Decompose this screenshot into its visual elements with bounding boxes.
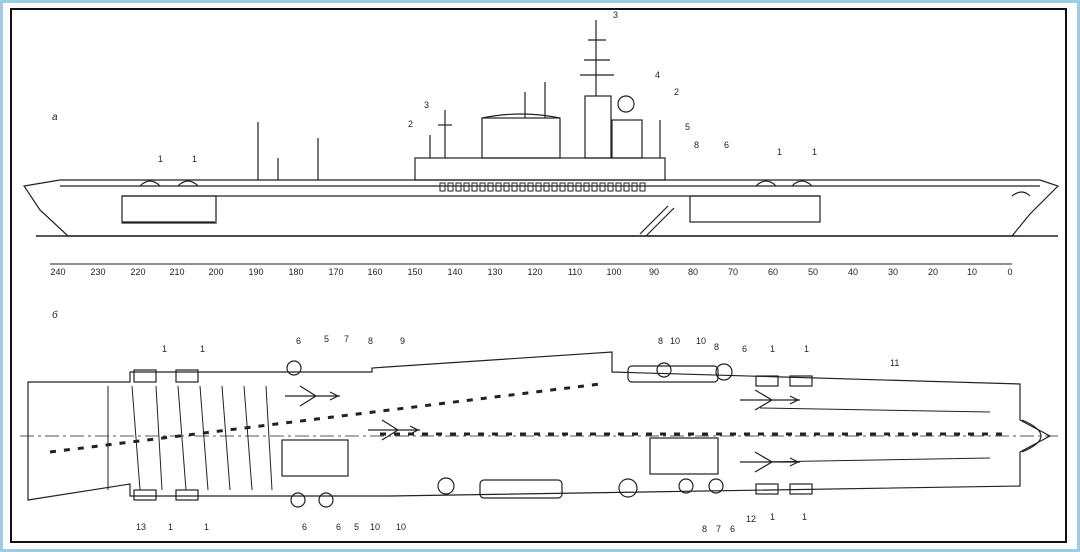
scale-tick: 150 bbox=[407, 267, 422, 277]
scale-tick: 200 bbox=[208, 267, 223, 277]
scale-tick: 130 bbox=[487, 267, 502, 277]
drawing-border bbox=[10, 8, 1067, 543]
callout-label: 1 bbox=[770, 344, 775, 354]
callout-label: 1 bbox=[204, 522, 209, 532]
scale-tick: 50 bbox=[808, 267, 818, 277]
callout-label: 10 bbox=[696, 336, 706, 346]
scale-tick: 210 bbox=[169, 267, 184, 277]
scale-tick: 190 bbox=[248, 267, 263, 277]
callout-label: 8 bbox=[694, 140, 699, 150]
scale-tick: 10 bbox=[967, 267, 977, 277]
side-callouts: 1 1 3 2 3 4 2 5 8 6 1 1 bbox=[158, 10, 817, 164]
plan-bottom-callouts: 13 1 1 6 6 5 10 10 8 7 6 12 1 1 bbox=[136, 512, 807, 534]
callout-label: 7 bbox=[344, 334, 349, 344]
callout-label: 1 bbox=[770, 512, 775, 522]
callout-label: 1 bbox=[168, 522, 173, 532]
callout-label: 3 bbox=[613, 10, 618, 20]
callout-label: 10 bbox=[370, 522, 380, 532]
callout-label: 1 bbox=[802, 512, 807, 522]
scale-tick: 160 bbox=[367, 267, 382, 277]
scale-tick: 220 bbox=[130, 267, 145, 277]
callout-label: 11 bbox=[890, 358, 899, 368]
scale-tick: 140 bbox=[447, 267, 462, 277]
callout-label: 4 bbox=[655, 70, 660, 80]
callout-label: 1 bbox=[158, 154, 163, 164]
scale-tick: 40 bbox=[848, 267, 858, 277]
scale-bar: 240 230 220 210 200 190 180 170 160 150 … bbox=[50, 267, 1012, 277]
callout-label: 1 bbox=[804, 344, 809, 354]
callout-label: 8 bbox=[368, 336, 373, 346]
callout-label: 7 bbox=[716, 524, 721, 534]
scale-tick: 90 bbox=[649, 267, 659, 277]
callout-label: 1 bbox=[777, 147, 782, 157]
scale-tick: 230 bbox=[90, 267, 105, 277]
scale-tick: 60 bbox=[768, 267, 778, 277]
plan-top-callouts: 1 1 6 5 7 8 9 8 10 10 8 6 1 1 11 bbox=[162, 334, 899, 368]
callout-label: 8 bbox=[658, 336, 663, 346]
plan-view bbox=[20, 351, 1058, 508]
callout-label: 12 bbox=[746, 514, 756, 524]
callout-label: 1 bbox=[200, 344, 205, 354]
scale-tick: 110 bbox=[568, 267, 582, 277]
callout-label: 6 bbox=[742, 344, 747, 354]
scale-tick: 120 bbox=[527, 267, 542, 277]
callout-label: 6 bbox=[336, 522, 341, 532]
callout-label: 1 bbox=[192, 154, 197, 164]
callout-label: 6 bbox=[296, 336, 301, 346]
scale-tick: 0 bbox=[1007, 267, 1012, 277]
callout-label: 8 bbox=[714, 342, 719, 352]
scale-tick: 100 bbox=[606, 267, 621, 277]
callout-label: 6 bbox=[724, 140, 729, 150]
callout-label: 6 bbox=[730, 524, 735, 534]
callout-label: 5 bbox=[354, 522, 359, 532]
scale-tick: 170 bbox=[328, 267, 343, 277]
callout-label: 8 bbox=[702, 524, 707, 534]
callout-label: 3 bbox=[424, 100, 429, 110]
scale-tick: 70 bbox=[728, 267, 738, 277]
callout-label: 13 bbox=[136, 522, 146, 532]
callout-label: 10 bbox=[396, 522, 406, 532]
scale-tick: 240 bbox=[50, 267, 65, 277]
view-label-plan: б bbox=[52, 309, 58, 321]
callout-label: 6 bbox=[302, 522, 307, 532]
view-label-side: a bbox=[52, 112, 58, 123]
labels: a б 240 230 220 210 200 190 180 170 160 … bbox=[50, 10, 1012, 534]
callout-label: 9 bbox=[400, 336, 405, 346]
callout-label: 1 bbox=[162, 344, 167, 354]
scale-tick: 80 bbox=[688, 267, 698, 277]
scale-tick: 20 bbox=[928, 267, 938, 277]
side-view bbox=[22, 20, 1060, 265]
callout-label: 2 bbox=[674, 87, 679, 97]
callout-label: 5 bbox=[685, 122, 690, 132]
callout-label: 2 bbox=[408, 119, 413, 129]
callout-label: 5 bbox=[324, 334, 329, 344]
callout-label: 10 bbox=[670, 336, 680, 346]
scale-tick: 30 bbox=[888, 267, 898, 277]
scale-tick: 180 bbox=[288, 267, 303, 277]
callout-label: 1 bbox=[812, 147, 817, 157]
